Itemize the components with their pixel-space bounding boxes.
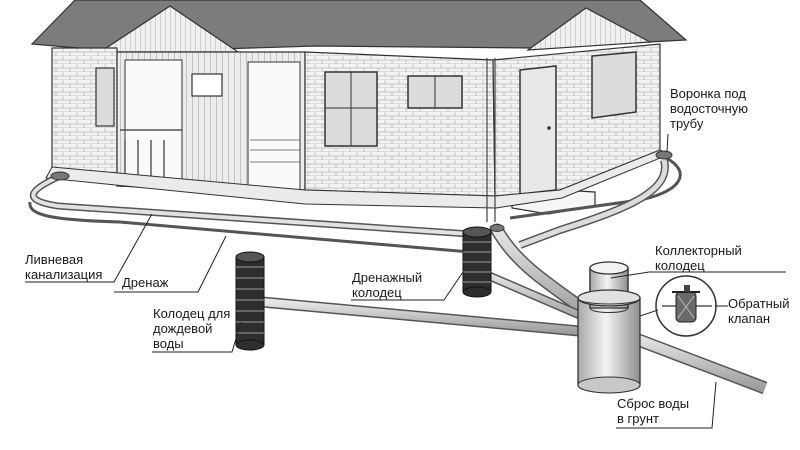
label-storm-sewer: Ливневая канализация bbox=[25, 252, 103, 282]
check-valve-inset bbox=[639, 275, 717, 337]
collector-well bbox=[577, 261, 641, 394]
label-rain-well: Колодец для дождевой воды bbox=[153, 306, 231, 351]
downspout bbox=[486, 58, 496, 222]
house-window bbox=[95, 67, 115, 127]
drainage-well bbox=[462, 226, 492, 298]
label-downpipe-funnel: Воронка под водосточную трубу bbox=[670, 86, 748, 131]
label-collector-well: Коллекторный колодец bbox=[655, 243, 742, 273]
label-drainage: Дренаж bbox=[122, 275, 169, 290]
label-drainage-well: Дренажный колодец bbox=[352, 270, 423, 300]
house bbox=[30, 0, 688, 222]
leader-lines bbox=[25, 133, 786, 429]
house-window bbox=[591, 51, 637, 119]
label-check-valve: Обратный клапан bbox=[728, 296, 790, 326]
label-ground-discharge: Сброс воды в грунт bbox=[617, 396, 690, 426]
rain-well bbox=[235, 251, 265, 351]
house-door bbox=[519, 65, 557, 195]
